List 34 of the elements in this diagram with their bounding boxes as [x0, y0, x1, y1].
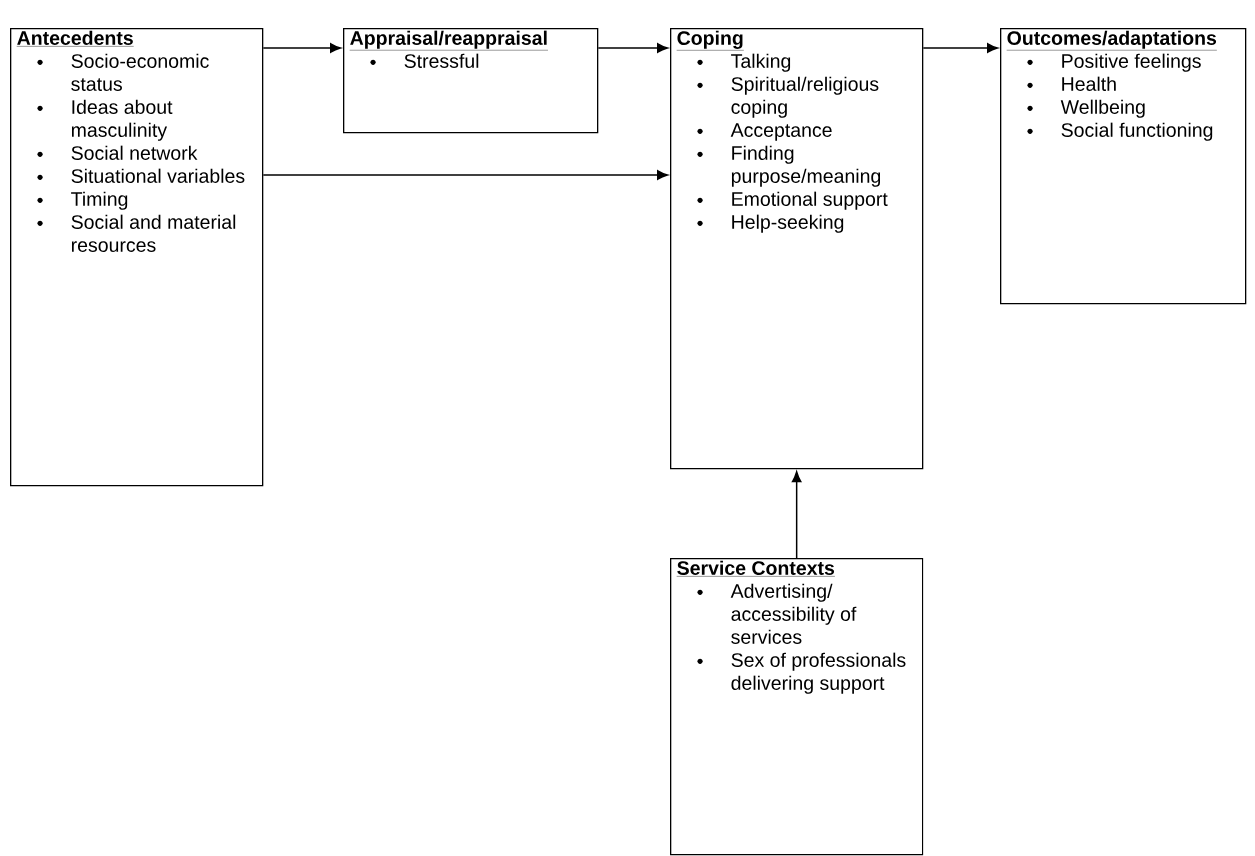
bullet-item: Acceptance — [697, 123, 832, 141]
bullet-item: Stressful — [370, 53, 479, 68]
box-heading: Coping — [676, 30, 744, 51]
bullet-item: Positive feelings — [1027, 53, 1201, 72]
box-heading: Service Contexts — [676, 560, 836, 577]
bullet-item: Advertising/ accessibility of services — [697, 583, 857, 644]
bullet-item: Ideas about masculinity — [37, 99, 173, 141]
text-box — [1000, 28, 1247, 305]
bullet-item: Spiritual/religious coping — [697, 76, 879, 118]
bullet-item: Finding purpose/meaning — [697, 145, 881, 187]
bullet-item: Situational variables — [37, 168, 245, 183]
box-heading: Outcomes/adaptations — [1006, 30, 1218, 51]
text-box — [10, 28, 264, 487]
bullet-item: Help-seeking — [697, 214, 844, 233]
bullet-item: Socio-economic status — [37, 53, 209, 91]
box-heading: Antecedents — [16, 30, 134, 47]
bullet-item: Health — [1027, 76, 1116, 91]
bullet-item: Social and material resources — [37, 214, 236, 252]
bullet-item: Social functioning — [1027, 122, 1213, 141]
bullet-item: Wellbeing — [1027, 99, 1145, 118]
bullet-item: Sex of professionals delivering support — [697, 652, 906, 694]
text-box — [670, 558, 924, 856]
text-box — [343, 28, 599, 134]
arrow — [597, 43, 668, 53]
bullet-item: Timing — [37, 191, 128, 210]
bullet-item: Emotional support — [697, 191, 888, 210]
arrow — [262, 43, 341, 53]
text-box — [670, 28, 924, 470]
bullet-item: Social network — [37, 145, 198, 160]
arrow — [262, 170, 668, 180]
arrow — [922, 43, 998, 53]
arrow — [791, 471, 802, 559]
bullet-item: Talking — [697, 53, 791, 72]
box-heading: Appraisal/reappraisal — [349, 30, 549, 51]
